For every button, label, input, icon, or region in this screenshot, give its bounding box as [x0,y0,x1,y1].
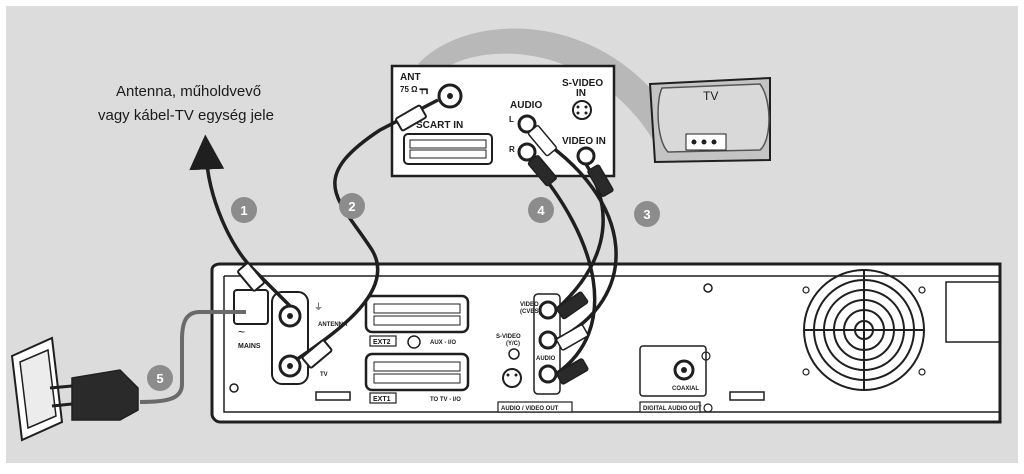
tv-scart-socket [403,133,493,165]
fan-grille [802,269,926,391]
tv-rear-panel: ANT 75 Ω ┯┓ SCART IN AUDIO L R S-VIDEO I… [390,64,616,178]
cable-audio-left [529,130,618,342]
antenna-caption-line-1: Antenna, műholdvevő [116,83,261,100]
svideo-out-socket [502,368,522,388]
tv-audio-r-socket [517,142,537,162]
recorder-rear-panel: ~ MAINS ANTENNA TV ⏚ ⏚ EXT2 AUX - I/O EX… [210,262,1002,424]
step-badge-2: 2 [339,193,365,219]
ext1-label: EXT1 [373,396,391,403]
tv-ant-ohm-label: 75 Ω ┯┓ [400,85,429,95]
tv-svideo-label-1: S-VIDEO [562,78,603,89]
ext1-scart-socket [364,352,470,392]
audio-r-out-socket [538,364,558,384]
svideo-out-label-2: (Y/C) [506,341,520,347]
step-badge-5: 5 [147,365,173,391]
cable-audio-right [528,158,597,376]
aux-io-label: AUX - I/O [430,340,456,346]
step-number-1: 1 [240,203,247,218]
step-badge-4: 4 [528,197,554,223]
video-cvbs-label-2: (CVBS) [520,309,541,315]
antenna-caption-line-2: vagy kábel-TV egység jele [98,107,274,124]
tv-audio-l-socket [517,114,537,134]
tv-scart-in-label: SCART IN [416,120,463,131]
coaxial-label: COAXIAL [672,386,699,392]
tv-set: TV [648,76,771,164]
tv-video-in-label: VIDEO IN [562,136,606,147]
audio-l-out-socket [538,330,558,350]
cable-mains [139,310,246,404]
step-number-2: 2 [348,199,355,214]
power-plug [49,369,139,421]
step-number-5: 5 [156,371,163,386]
tv-ant-label: ANT [400,72,421,83]
to-tv-io-label: TO TV - I/O [430,397,461,403]
wall-socket [10,336,64,442]
tv-svideo-label-2: IN [576,88,586,99]
antenna-symbol: ⏚ [314,302,323,312]
tv-label: TV [703,89,718,103]
mains-inlet [233,289,269,325]
antenna-label: ANTENNA [318,322,348,328]
tv-audio-r-label: R [509,145,515,154]
svideo-out-label-1: S-VIDEO [496,334,521,340]
cable-rf-to-tv [295,98,439,362]
step-number-3: 3 [643,207,650,222]
tv-out-label: TV [320,372,328,378]
digital-audio-out-label: DIGITAL AUDIO OUT [643,406,702,412]
ext2-label: EXT2 [373,339,391,346]
step-badge-1: 1 [231,197,257,223]
audio-out-label: AUDIO [536,356,556,362]
tv-audio-label: AUDIO [510,100,542,111]
mains-symbol: ~ [238,325,245,339]
video-cvbs-label-1: VIDEO [520,302,539,308]
step-badge-3: 3 [634,201,660,227]
video-out-socket [538,300,558,320]
av-out-label: AUDIO / VIDEO OUT [501,406,559,412]
tv-audio-l-label: L [509,115,514,124]
step-number-4: 4 [537,203,545,218]
tv-video-in-socket [576,146,596,166]
mains-label: MAINS [238,343,261,350]
ext2-scart-socket [364,294,470,334]
tv-svideo-socket [572,100,592,120]
